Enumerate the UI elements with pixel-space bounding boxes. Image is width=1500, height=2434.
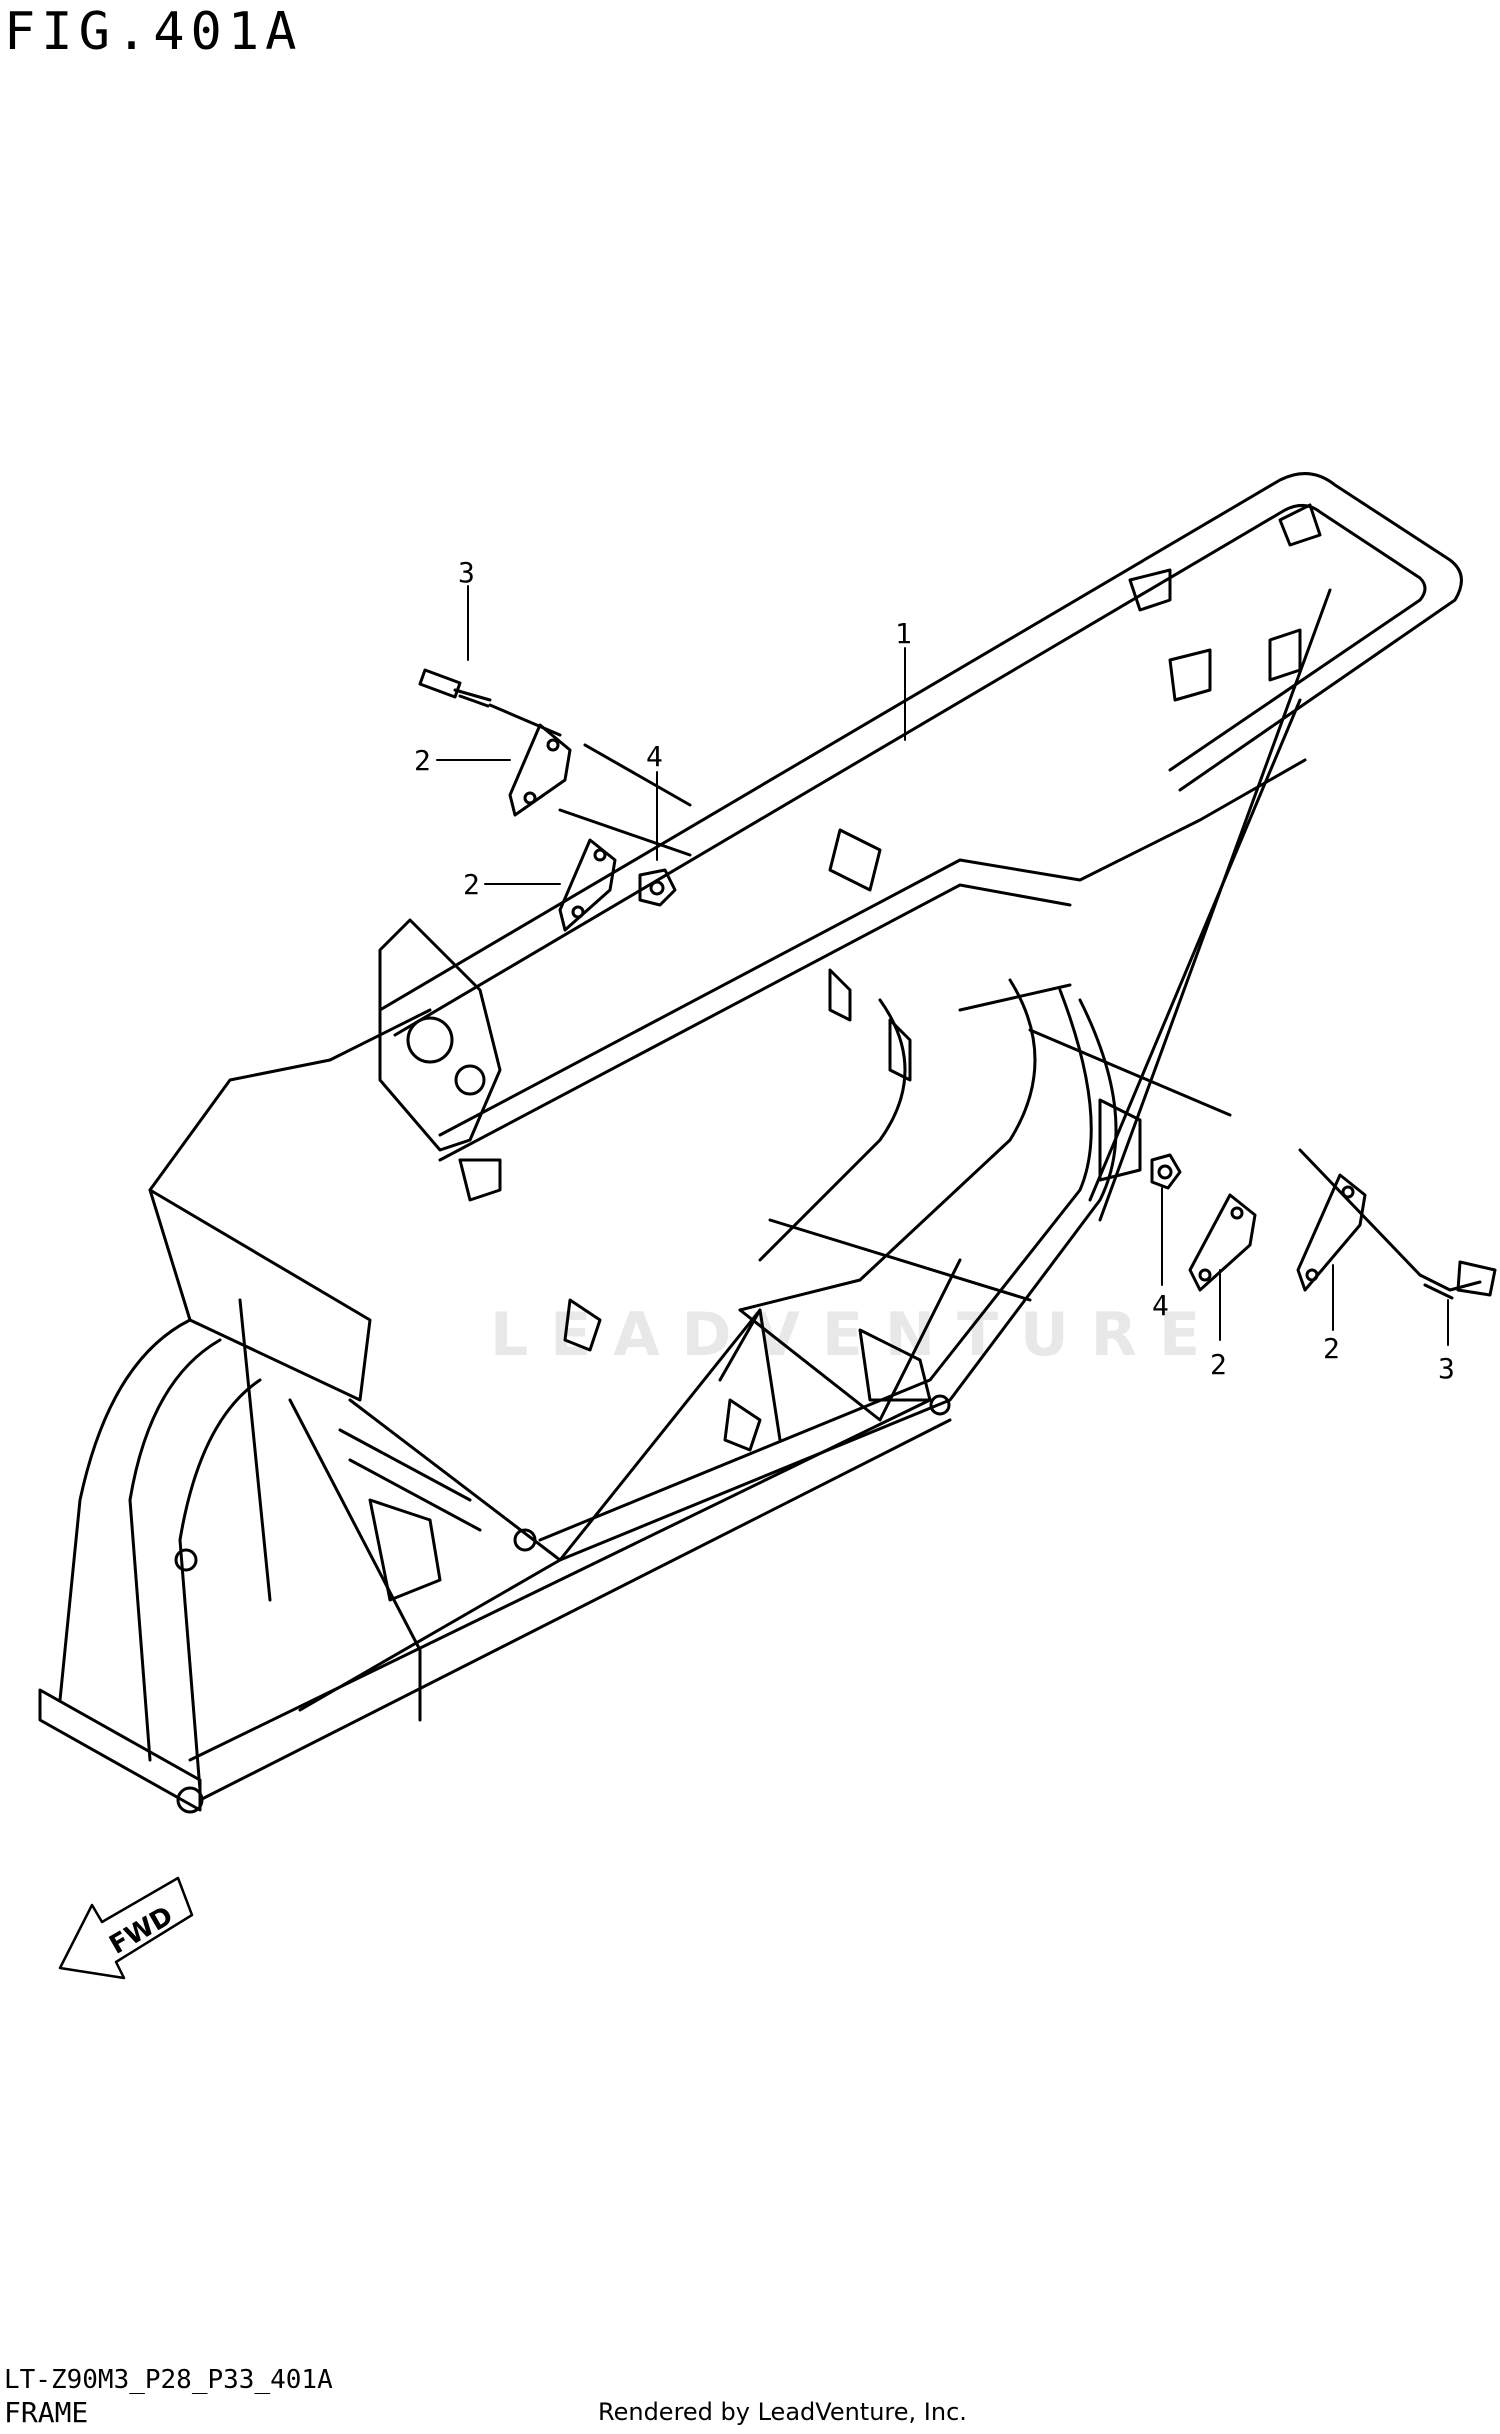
callout-2-c: 2 — [1210, 1348, 1227, 1381]
plate-part-2-d — [1296, 1173, 1367, 1292]
watermark: LEADVENTURE — [490, 1300, 1222, 1370]
callout-2-d: 2 — [1323, 1332, 1340, 1365]
callout-2-a: 2 — [414, 744, 431, 777]
plate-part-2-a — [508, 723, 572, 817]
callout-3-a: 3 — [458, 556, 475, 589]
bolt-part-3-lower — [1418, 1260, 1497, 1300]
main-frame — [38, 472, 1463, 1814]
plate-part-2-b — [558, 838, 617, 932]
callout-4-b: 4 — [1152, 1289, 1169, 1322]
bolt-leader-lower — [958, 983, 1422, 1277]
plate-part-2-c — [1188, 1193, 1257, 1292]
fwd-arrow-icon — [58, 1876, 194, 1980]
callout-leaders — [436, 585, 1449, 1346]
nut-part-4-upper — [638, 868, 677, 907]
bolt-leader-upper — [488, 703, 692, 857]
callout-2-b: 2 — [463, 868, 480, 901]
figure-title: FIG.401A — [4, 2, 303, 62]
callout-3-b: 3 — [1438, 1352, 1455, 1385]
nut-part-4-lower — [1150, 1153, 1182, 1190]
part-name: FRAME — [4, 2396, 89, 2429]
callout-1: 1 — [895, 617, 912, 650]
bolt-part-3-upper — [418, 668, 492, 708]
diagram-code: LT-Z90M3_P28_P33_401A — [4, 2365, 333, 2395]
render-credit: Rendered by LeadVenture, Inc. — [598, 2398, 967, 2426]
callout-4-a: 4 — [646, 740, 663, 773]
